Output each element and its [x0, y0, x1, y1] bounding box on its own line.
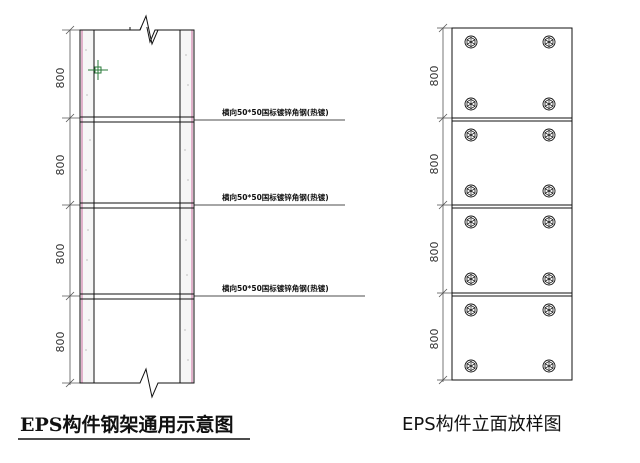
anchor-bolts [464, 35, 556, 373]
anchor-bolt-icon [542, 215, 556, 229]
left-dim-label-4: 800 [54, 332, 67, 353]
eps-panels [451, 27, 573, 381]
note-angle-steel-3: 横向50*50国标镀锌角钢(热镀) [222, 283, 329, 293]
anchor-bolt-icon [464, 97, 478, 111]
anchor-bolt-icon [464, 303, 478, 317]
anchor-bolt-icon [542, 97, 556, 111]
frame-posts [79, 29, 195, 384]
left-dim-label-1: 800 [54, 68, 67, 89]
anchor-bolt-icon [464, 359, 478, 373]
note-angle-steel-2: 横向50*50国标镀锌角钢(热镀) [222, 192, 329, 202]
right-dim-label-3: 800 [428, 242, 441, 263]
anchor-bolt-icon [464, 128, 478, 142]
left-dim-label-3: 800 [54, 244, 67, 265]
right-figure: 800 800 800 800 EPS构件立面放样图 [402, 23, 573, 435]
anchor-bolt-icon [542, 359, 556, 373]
left-dim-label-2: 800 [54, 155, 67, 176]
top-break-zigzag [80, 14, 194, 46]
anchor-bolt-icon [542, 184, 556, 198]
crosshair-cursor-icon [88, 60, 108, 80]
anchor-bolt-icon [464, 272, 478, 286]
anchor-bolt-icon [464, 184, 478, 198]
right-dimension-chain [437, 23, 452, 385]
left-figure: 800 800 800 800 [18, 12, 365, 440]
bottom-break-line-icon [80, 367, 194, 399]
left-figure-title: EPS构件钢架通用示意图 [20, 413, 234, 436]
note-leaders [194, 119, 365, 297]
right-dim-label-1: 800 [428, 66, 441, 87]
anchor-bolt-icon [464, 35, 478, 49]
anchor-bolt-icon [542, 272, 556, 286]
angle-steel-bars [80, 116, 194, 300]
note-angle-steel-1: 横向50*50国标镀锌角钢(热镀) [222, 107, 329, 117]
anchor-bolt-icon [542, 303, 556, 317]
right-figure-title: EPS构件立面放样图 [402, 414, 562, 435]
anchor-bolt-icon [542, 128, 556, 142]
right-dim-label-4: 800 [428, 329, 441, 350]
anchor-bolt-icon [464, 215, 478, 229]
eps-panel-4 [451, 292, 573, 381]
anchor-bolt-icon [542, 35, 556, 49]
left-dimension-chain [62, 25, 80, 388]
right-dim-label-2: 800 [428, 154, 441, 175]
